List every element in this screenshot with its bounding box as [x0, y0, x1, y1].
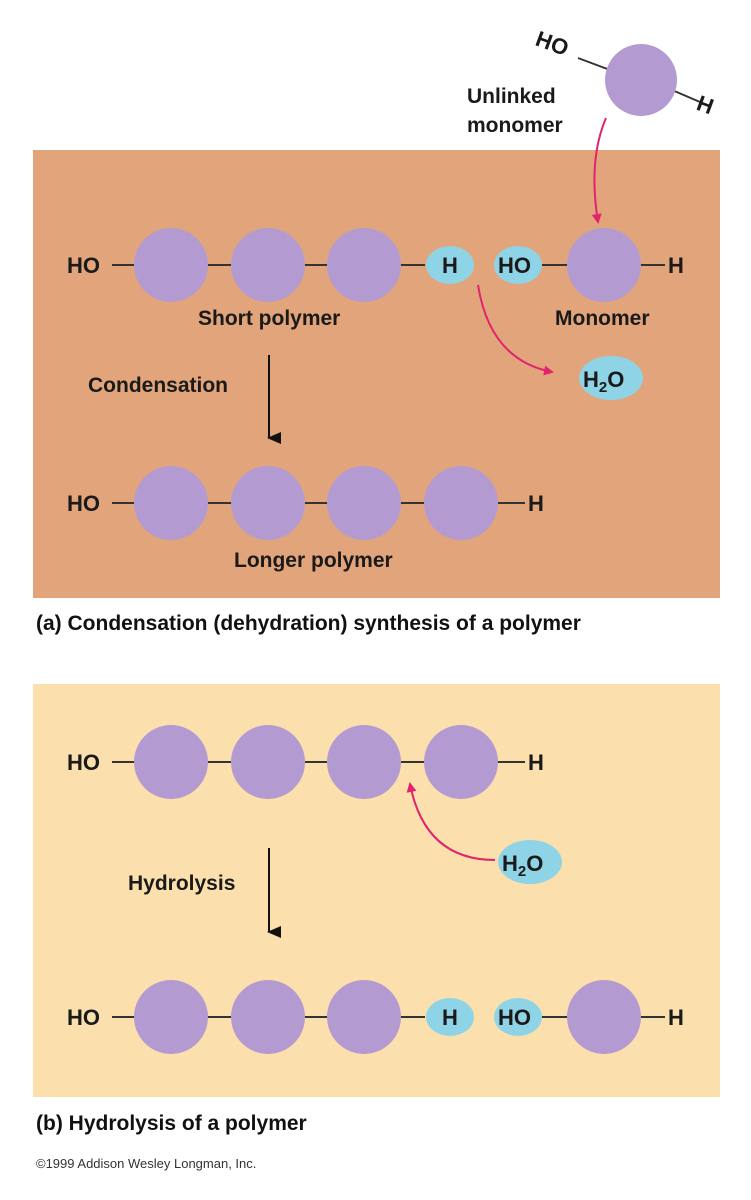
monomer-circle: [327, 980, 401, 1054]
longer-polymer-label: Longer polymer: [234, 549, 393, 572]
b-row2-h-label: H: [668, 1005, 684, 1030]
caption-b: (b) Hydrolysis of a polymer: [36, 1112, 307, 1135]
row1-ho-label: HO: [67, 253, 100, 278]
water-release-arrow: [477, 284, 554, 376]
panel-b-row1: HO H: [67, 725, 544, 799]
b-row1-ho-label: HO: [67, 750, 100, 775]
monomer-label: Monomer: [555, 307, 650, 330]
monomer-circle: [231, 466, 305, 540]
monomer-circle: [231, 980, 305, 1054]
b-row1-h-label: H: [528, 750, 544, 775]
monomer-circle: [567, 980, 641, 1054]
monomer-circle: [327, 466, 401, 540]
monomer-circle: [134, 725, 208, 799]
condensation-label: Condensation: [88, 374, 228, 397]
b-row2-ho-ion-label: HO: [498, 1005, 531, 1030]
bond: [671, 89, 701, 103]
addition-arrow: [591, 117, 607, 224]
ho-ion: [494, 246, 542, 284]
unlinked-monomer: HO H Unlinked monomer: [467, 26, 717, 137]
monomer-circle: [424, 466, 498, 540]
monomer-circle: [134, 228, 208, 302]
monomer-circle: [134, 466, 208, 540]
monomer-circle: [327, 725, 401, 799]
hydrolysis-label: Hydrolysis: [128, 872, 235, 895]
top-ho-label: HO: [532, 26, 572, 61]
monomer-circle: [327, 228, 401, 302]
unlinked-label-line2: monomer: [467, 114, 563, 137]
short-polymer-label: Short polymer: [198, 307, 340, 330]
water-molecule-b: H2O: [498, 840, 562, 884]
row2-h-label: H: [528, 491, 544, 516]
panel-a-row2: HO H Longer polymer: [67, 466, 544, 572]
water-formula: H2O: [502, 851, 543, 880]
panel-b-row2: HO H HO H: [67, 980, 684, 1054]
monomer-circle: [231, 725, 305, 799]
monomer-circle: [231, 228, 305, 302]
row1-h-ion-label: H: [442, 253, 458, 278]
row1-h-label: H: [668, 253, 684, 278]
row1-ho-ion-label: HO: [498, 253, 531, 278]
panel-a-row1: HO H HO H Short polymer Monomer: [67, 228, 684, 330]
water-ellipse: [579, 356, 643, 400]
copyright: ©1999 Addison Wesley Longman, Inc.: [36, 1156, 256, 1171]
h-ion: [426, 998, 474, 1036]
caption-a: (a) Condensation (dehydration) synthesis…: [36, 612, 581, 635]
ho-ion: [494, 998, 542, 1036]
row2-ho-label: HO: [67, 491, 100, 516]
top-h-label: H: [693, 90, 716, 119]
b-row2-ho-label: HO: [67, 1005, 100, 1030]
unlinked-label-line1: Unlinked: [467, 85, 556, 108]
monomer-circle: [605, 44, 677, 116]
bond: [577, 57, 611, 71]
water-attack-arrow: [406, 782, 496, 861]
water-ellipse: [498, 840, 562, 884]
water-molecule-a: H2O: [579, 356, 643, 400]
water-formula: H2O: [583, 367, 624, 396]
b-row2-h-ion-label: H: [442, 1005, 458, 1030]
monomer-circle: [567, 228, 641, 302]
monomer-circle: [134, 980, 208, 1054]
h-ion: [426, 246, 474, 284]
monomer-circle: [424, 725, 498, 799]
